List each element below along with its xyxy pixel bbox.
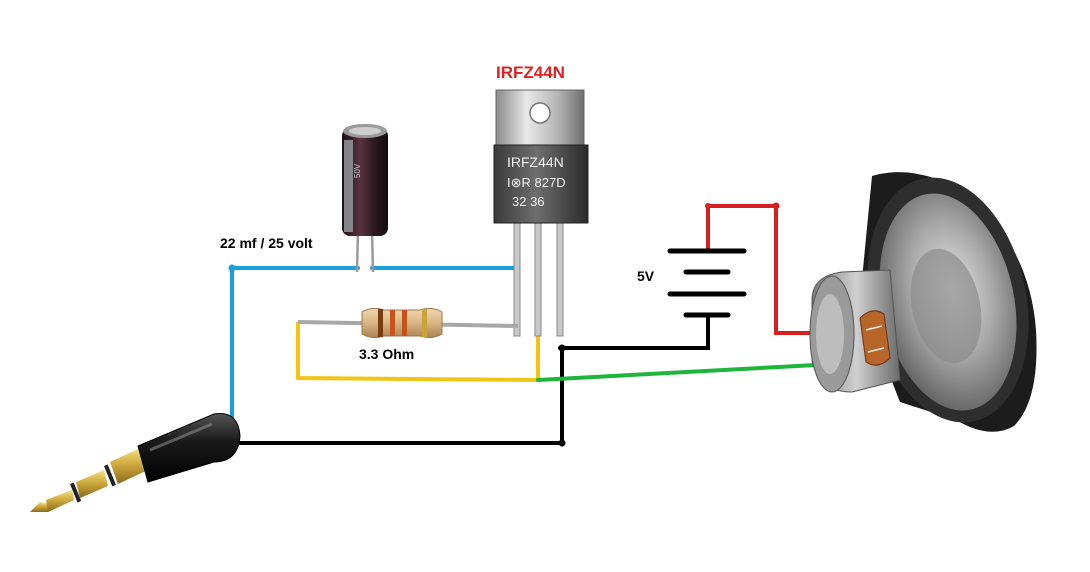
wire-junctions <box>228 202 780 447</box>
transistor-marking-2: I⊗R 827D <box>507 175 566 190</box>
transistor-marking-3: 32 36 <box>512 194 545 209</box>
mosfet-transistor: IRFZ44N I⊗R 827D 32 36 <box>493 89 589 337</box>
loudspeaker <box>809 172 1037 432</box>
resistor-label: 3.3 Ohm <box>359 346 414 362</box>
resistor <box>297 307 519 339</box>
audio-jack <box>30 412 241 512</box>
capacitor-label: 22 mf / 25 volt <box>220 235 313 251</box>
battery-label: 5V <box>637 268 655 284</box>
capacitor: 50V <box>342 124 388 273</box>
capacitor-marking: 50V <box>353 163 362 178</box>
wire-yellow <box>296 322 540 382</box>
transistor-marking-1: IRFZ44N <box>507 154 564 170</box>
battery-symbol <box>667 248 747 318</box>
transistor-label: IRFZ44N <box>496 63 565 82</box>
